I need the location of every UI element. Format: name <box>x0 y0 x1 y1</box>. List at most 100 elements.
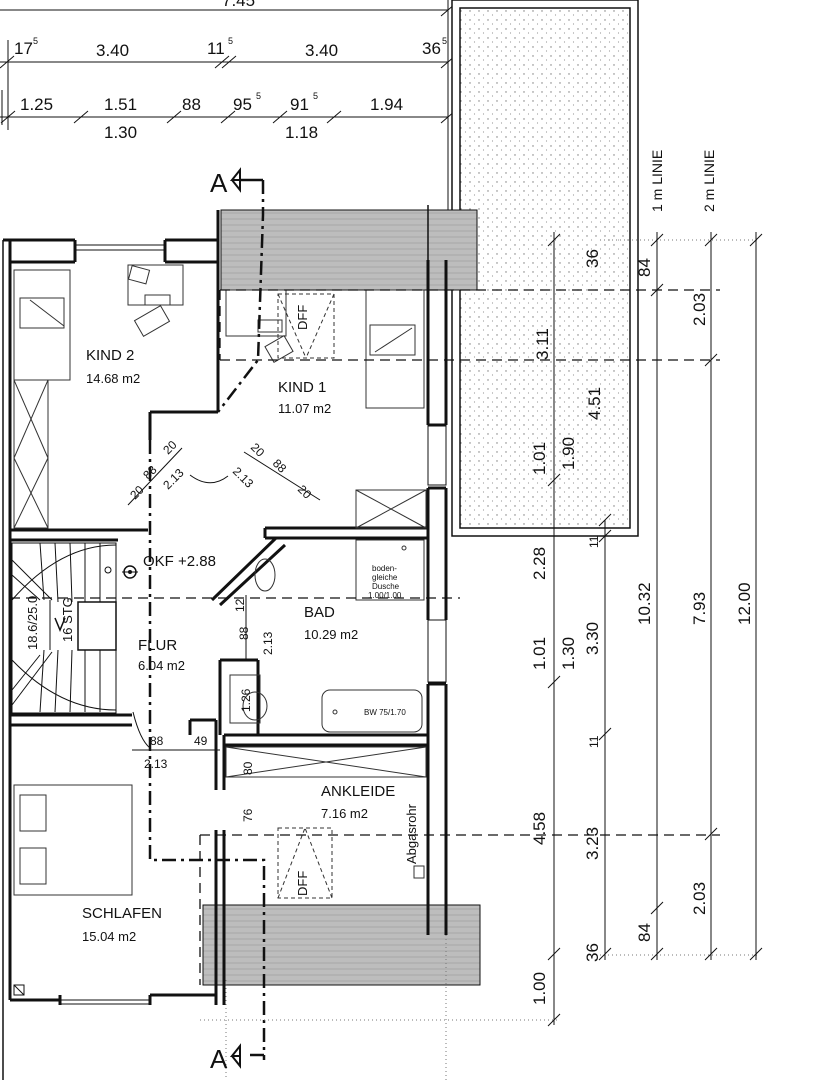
dim-label: 1.51 <box>104 95 137 114</box>
dim-label: 11 <box>207 39 225 58</box>
dim-label: 88 <box>150 734 164 748</box>
dim-label: 11 <box>587 735 601 748</box>
right-dimension-lines <box>553 232 757 1025</box>
room-name: SCHLAFEN <box>82 905 162 922</box>
top-dims-row1: 17 5 3.40 11 5 3.40 36 5 <box>14 36 447 60</box>
okf-label: OKF +2.88 <box>143 553 216 570</box>
dim-label: 91 <box>290 95 309 114</box>
dim-label: 20 <box>127 483 147 503</box>
dim-label: 88 <box>270 456 290 476</box>
stairs-ratio: 18.6/25.0 <box>25 596 40 650</box>
room-area: 14.68 m2 <box>86 371 140 386</box>
one-m-line-label: 1 m LINIE <box>649 150 665 212</box>
dim-label: 3.23 <box>583 827 602 860</box>
room-area: 11.07 m2 <box>278 401 331 416</box>
room-area: 6.04 m2 <box>138 658 185 673</box>
dotted-lines <box>200 239 760 1080</box>
dim-label: 7.93 <box>690 592 709 625</box>
dim-label: 84 <box>635 258 654 277</box>
room-name: BAD <box>304 604 335 621</box>
dim-label: 3.11 <box>533 328 552 360</box>
dim-superscript: 5 <box>256 91 261 101</box>
dim-label: 4.51 <box>585 387 604 420</box>
dash-dot-walls <box>148 180 266 1060</box>
stairs-steps: 16 STG <box>60 597 75 642</box>
right-dims-col2: 4.51 1.90 1.30 3.23 <box>559 387 604 860</box>
overall-width-dim: 7.45 <box>222 0 255 10</box>
dim-label: 88 <box>237 626 251 640</box>
dim-label: 1.90 <box>559 437 578 470</box>
dim-label: 2.13 <box>230 464 257 491</box>
room-flur: FLUR 6.04 m2 <box>138 637 185 673</box>
dim-label: 20 <box>160 438 180 458</box>
dim-superscript: 5 <box>33 36 38 46</box>
dim-label: 2.03 <box>690 882 709 915</box>
dim-label: 84 <box>635 923 654 942</box>
right-dims-col6: 12.00 <box>735 582 754 625</box>
dim-label: 10.32 <box>635 582 654 625</box>
dim-superscript: 5 <box>442 36 447 46</box>
room-name: FLUR <box>138 637 177 654</box>
wc-dim-label: 1.26 <box>239 688 253 712</box>
dim-label: 1.01 <box>530 637 549 670</box>
room-schlafen: SCHLAFEN 15.04 m2 <box>82 905 162 944</box>
skylight-label-top: DFF <box>295 305 310 330</box>
dim-label: 4.58 <box>530 812 549 845</box>
top-dimension-chains <box>0 0 456 240</box>
section-marker-top: A <box>210 167 263 198</box>
top-dims-row2: 1.25 1.51 88 95 5 91 5 1.94 <box>20 91 403 114</box>
room-name: ANKLEIDE <box>321 783 395 800</box>
furniture <box>13 264 427 896</box>
door-swings <box>127 447 321 751</box>
dim-label: 17 <box>14 39 33 58</box>
dim-label: 1.30 <box>104 123 137 142</box>
shower-line: boden- <box>372 564 397 573</box>
room-area: 15.04 m2 <box>82 929 136 944</box>
dim-label: 3.40 <box>305 41 338 60</box>
dim-label: 3.30 <box>583 622 602 655</box>
dim-superscript: 5 <box>228 36 233 46</box>
dim-label: 1.94 <box>370 95 403 114</box>
dim-label: 1.25 <box>20 95 53 114</box>
dim-label: 20 <box>295 482 315 502</box>
roof-hatch-top <box>220 209 478 291</box>
dim-label: 1.30 <box>559 637 578 670</box>
okf-level: OKF +2.88 <box>122 553 216 579</box>
shower-label: boden- gleiche Dusche 1.00/1.00 <box>368 564 402 600</box>
dim-label: 3.40 <box>96 41 129 60</box>
corner-marker-line <box>13 984 25 996</box>
room-bad: BAD 10.29 m2 <box>304 604 358 642</box>
dim-label: 12 <box>233 598 247 612</box>
dim-label: 2.13 <box>160 465 187 492</box>
dim-label: 11 <box>587 535 601 548</box>
corner-marker <box>13 984 25 996</box>
dim-label: 36 <box>422 39 441 58</box>
stairs-labels: 18.6/25.0 16 STG <box>25 596 75 650</box>
room-kind2: KIND 2 14.68 m2 <box>86 347 140 386</box>
room-name: KIND 1 <box>278 379 326 396</box>
section-marker-bottom: A <box>210 1043 241 1074</box>
skylights <box>277 293 335 899</box>
room-name: KIND 2 <box>86 347 134 364</box>
dim-label: 1.00 <box>530 972 549 1005</box>
section-letter: A <box>210 168 228 198</box>
room-area: 7.16 m2 <box>321 806 368 821</box>
right-dims-col4: 10.32 <box>635 582 654 625</box>
right-dimension-ticks <box>547 233 763 1027</box>
dim-label: 95 <box>233 95 252 114</box>
room-kind1: KIND 1 11.07 m2 <box>278 379 331 416</box>
right-dims-col1: 3.11 1.01 2.28 1.01 4.58 1.00 <box>530 328 552 1005</box>
top-dims-row3: 1.30 1.18 <box>104 123 318 142</box>
two-m-line-label: 2 m LINIE <box>701 150 717 212</box>
right-dims-col5: 2.03 7.93 2.03 <box>690 293 709 915</box>
dim-label: 36 <box>583 943 602 962</box>
shower-line: gleiche <box>372 573 398 582</box>
dim-label: 2.13 <box>261 631 275 655</box>
flue-label: Abgasrohr <box>404 803 419 864</box>
section-letter: A <box>210 1044 228 1074</box>
dim-label: 2.03 <box>690 293 709 326</box>
dim-label: 2.13 <box>144 757 168 771</box>
dim-label: 88 <box>182 95 201 114</box>
room-area: 10.29 m2 <box>304 627 358 642</box>
